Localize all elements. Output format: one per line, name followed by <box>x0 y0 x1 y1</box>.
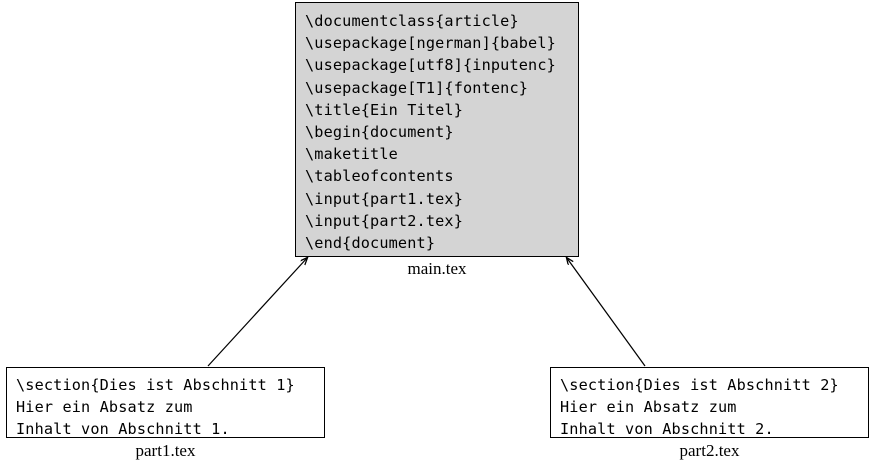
arrow-part1-to-main <box>207 258 308 367</box>
code-line: \input{part2.tex} <box>305 211 463 230</box>
main-tex-caption: main.tex <box>407 259 467 278</box>
code-line: Hier ein Absatz zum <box>16 398 193 417</box>
part1-tex-code-box: \section{Dies ist Abschnitt 1} Hier ein … <box>6 367 325 438</box>
code-line: \documentclass{article} <box>305 12 519 30</box>
part2-tex-code-box: \section{Dies ist Abschnitt 2} Hier ein … <box>550 367 869 438</box>
code-line: \section{Dies ist Abschnitt 1} <box>16 376 295 394</box>
part1-tex-caption: part1.tex <box>135 441 196 460</box>
code-line: \end{document} <box>305 234 436 253</box>
code-line: \title{Ein Titel} <box>305 100 463 119</box>
code-line: \begin{document} <box>305 123 454 142</box>
code-line: \usepackage[T1]{fontenc} <box>305 78 529 97</box>
part2-tex-caption: part2.tex <box>679 441 740 460</box>
code-line: \usepackage[ngerman]{babel} <box>305 34 556 53</box>
code-line: \tableofcontents <box>305 167 454 186</box>
code-line: \section{Dies ist Abschnitt 2} <box>560 376 839 394</box>
code-line: Inhalt von Abschnitt 1. <box>16 420 230 438</box>
code-line: \usepackage[utf8]{inputenc} <box>305 56 556 75</box>
code-line: Hier ein Absatz zum <box>560 398 737 417</box>
code-line: Inhalt von Abschnitt 2. <box>560 420 774 438</box>
code-line: \input{part1.tex} <box>305 189 463 208</box>
main-tex-code-box: \documentclass{article} \usepackage[nger… <box>295 2 579 257</box>
code-line: \maketitle <box>305 145 398 164</box>
